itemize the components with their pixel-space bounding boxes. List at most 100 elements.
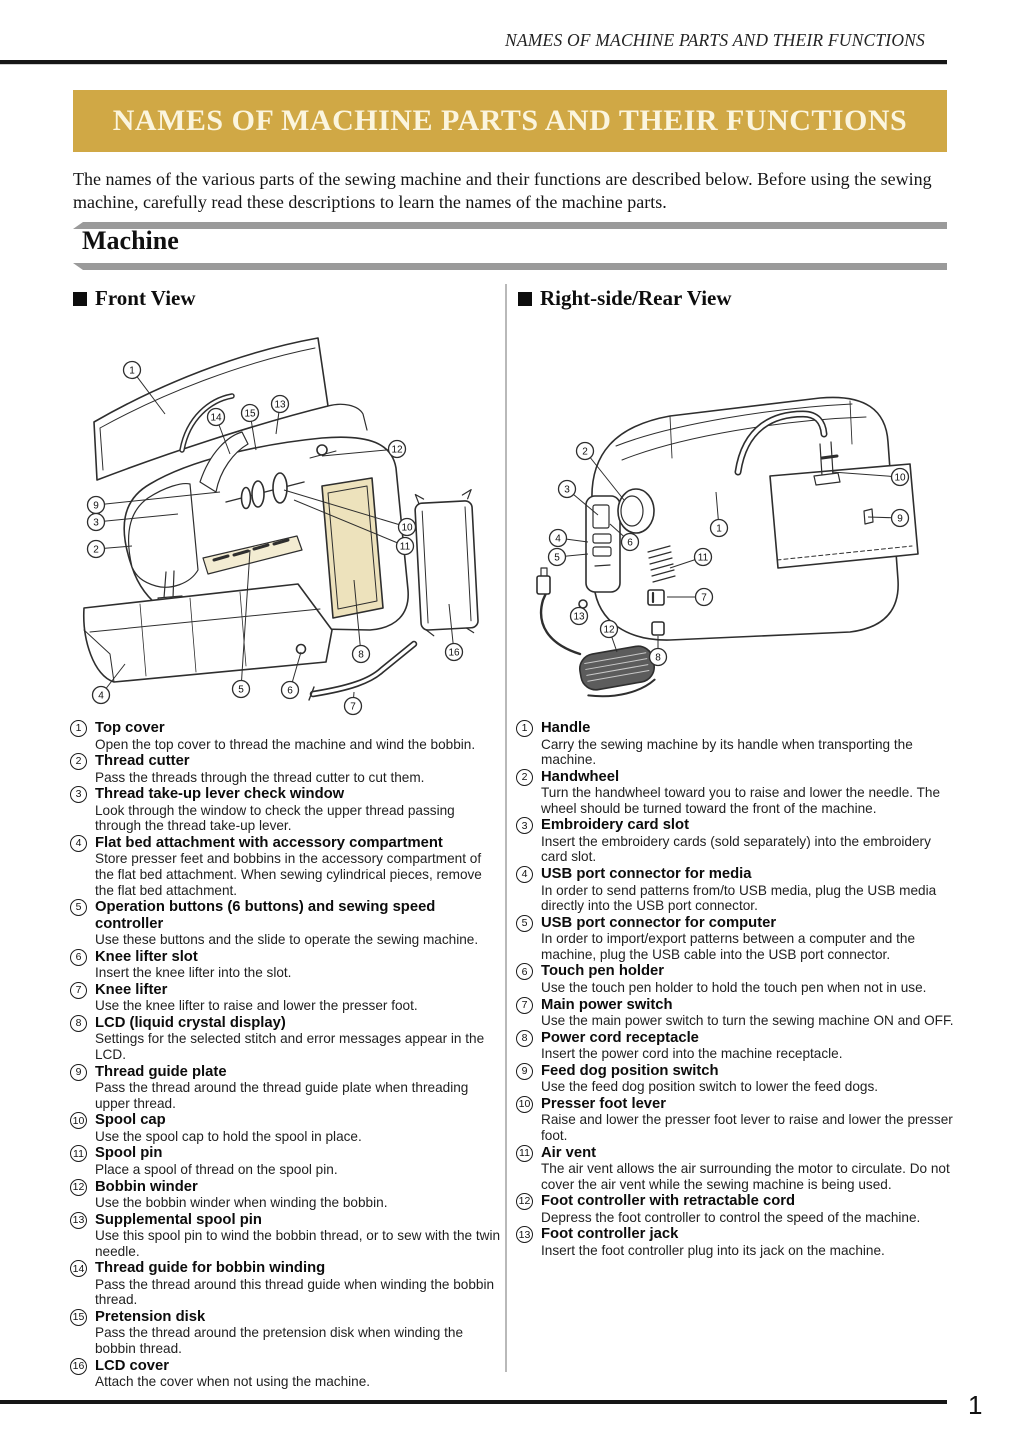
part-item: 10 Spool cap Use the spool cap to hold t… [70,1112,502,1144]
callout-number: 1 [129,365,135,376]
callout-number: 10 [401,522,413,533]
part-item: 5 Operation buttons (6 buttons) and sewi… [70,899,502,948]
callout-number: 12 [603,624,615,635]
callout-circle-1 [122,360,142,380]
part-item: 5 USB port connector for computer In ord… [516,914,958,963]
part-description: Insert the embroidery cards (sold separa… [541,833,931,865]
callout-number: 13 [573,611,585,622]
part-number-badge: 9 [70,1063,87,1081]
part-description: Use the bobbin winder when winding the b… [95,1195,388,1210]
callout-circle-2 [575,441,595,461]
part-item: 16 LCD cover Attach the cover when not u… [70,1357,502,1390]
part-number-badge: 3 [516,817,533,835]
part-item: 9 Thread guide plate Pass the thread aro… [70,1063,502,1112]
part-number-badge: 7 [70,981,87,999]
callout-circle-12 [387,439,407,459]
part-title: USB port connector for media [541,866,752,883]
part-number-badge: 7 [516,996,533,1014]
callout-number: 1 [716,523,722,534]
section-bar-top [73,222,947,229]
part-item: 11 Air vent The air vent allows the air … [516,1144,958,1193]
part-number-badge: 11 [516,1144,533,1162]
part-text: USB port connector for media In order to… [541,866,958,914]
callout-number: 11 [698,552,709,563]
part-text: Presser foot lever Raise and lower the p… [541,1096,958,1144]
callout-leader-line [293,499,406,547]
part-title: Thread guide plate [95,1063,227,1080]
front-view-heading-label: Front View [95,286,196,310]
callout-number: 9 [897,513,903,524]
part-description: Use the main power switch to turn the se… [541,1013,954,1029]
part-item: 15 Pretension disk Pass the thread aroun… [70,1308,502,1357]
callout-number: 3 [564,484,570,495]
title-banner: NAMES OF MACHINE PARTS AND THEIR FUNCTIO… [73,90,947,152]
callout-leader-line [240,549,251,690]
callout-number: 7 [701,592,707,603]
part-number-badge: 9 [516,1062,533,1080]
part-item: 3 Thread take-up lever check window Look… [70,786,502,834]
part-description: Insert the knee lifter into the slot. [95,965,292,981]
part-item: 12 Bobbin winder Use the bobbin winder w… [70,1178,502,1211]
part-title: Thread take-up lever check window [95,786,345,803]
callout-number: 11 [400,541,411,552]
part-number-badge: 5 [70,899,87,917]
part-item: 11 Spool pin Place a spool of thread on … [70,1145,502,1177]
front-view-heading: Front View [73,286,196,311]
part-text: Foot controller jack Insert the foot con… [541,1226,958,1258]
part-item: 2 Handwheel Turn the handwheel toward yo… [516,768,958,817]
running-header: NAMES OF MACHINE PARTS AND THEIR FUNCTIO… [505,30,925,50]
part-description: Depress the foot controller to control t… [541,1209,921,1225]
callout-leader-line [353,579,362,655]
callout-circle-6 [620,532,640,552]
callout-circle-3 [86,512,106,532]
part-number-badge: 4 [70,834,87,852]
part-text: Thread guide for bobbin winding Pass the… [95,1260,502,1308]
part-title: USB port connector for computer [541,914,777,931]
part-number-badge: 16 [70,1357,87,1375]
part-number-badge: 12 [70,1178,87,1196]
callout-circle-14 [206,407,226,427]
part-item: 1 Handle Carry the sewing machine by its… [516,720,958,768]
callout-number: 2 [582,446,588,457]
part-title: Thread cutter [95,753,190,770]
part-number-badge: 8 [516,1029,533,1047]
part-title: LCD (liquid crystal display) [95,1014,286,1031]
part-title: Air vent [541,1144,597,1161]
part-description: Insert the foot controller plug into its… [541,1242,885,1258]
part-item: 2 Thread cutter Pass the threads through… [70,753,502,785]
callout-leader-line [831,471,901,478]
part-description: Open the top cover to thread the machine… [95,736,476,752]
part-title: Handle [541,720,591,736]
rear-view-heading: Right-side/Rear View [518,286,732,311]
callout-number: 15 [244,408,256,419]
part-description: Use this spool pin to wind the bobbin th… [95,1228,501,1259]
part-title: Spool pin [95,1145,163,1162]
part-description: Use these buttons and the slide to opera… [95,932,479,948]
square-bullet-icon [73,291,87,306]
callout-circle-15 [240,403,260,423]
part-description: In order to send patterns from/to USB me… [541,882,937,914]
callout-circle-8 [648,647,668,667]
callout-number: 10 [894,472,906,483]
part-description: Attach the cover when not using the mach… [95,1374,371,1390]
callout-leader-line [584,450,625,501]
part-title: Knee lifter [95,981,168,998]
callout-circle-6 [280,680,300,700]
callout-number: 6 [287,685,293,696]
part-description: Pass the threads through the thread cutt… [95,769,425,785]
part-title: Feed dog position switch [541,1062,719,1079]
part-text: Pretension disk Pass the thread around t… [95,1309,502,1357]
part-item: 1 Top cover Open the top cover to thread… [70,720,502,752]
part-title: LCD cover [95,1357,170,1374]
callout-circle-9 [890,508,910,528]
callout-circle-1 [709,518,729,538]
part-number-badge: 2 [516,768,533,786]
part-text: Feed dog position switch Use the feed do… [541,1063,958,1095]
callout-circle-3 [557,479,577,499]
part-description: Store presser feet and bobbins in the ac… [95,851,482,898]
part-number-badge: 13 [516,1226,533,1244]
part-text: Supplemental spool pin Use this spool pi… [95,1212,502,1260]
callout-leader-line [321,448,398,457]
